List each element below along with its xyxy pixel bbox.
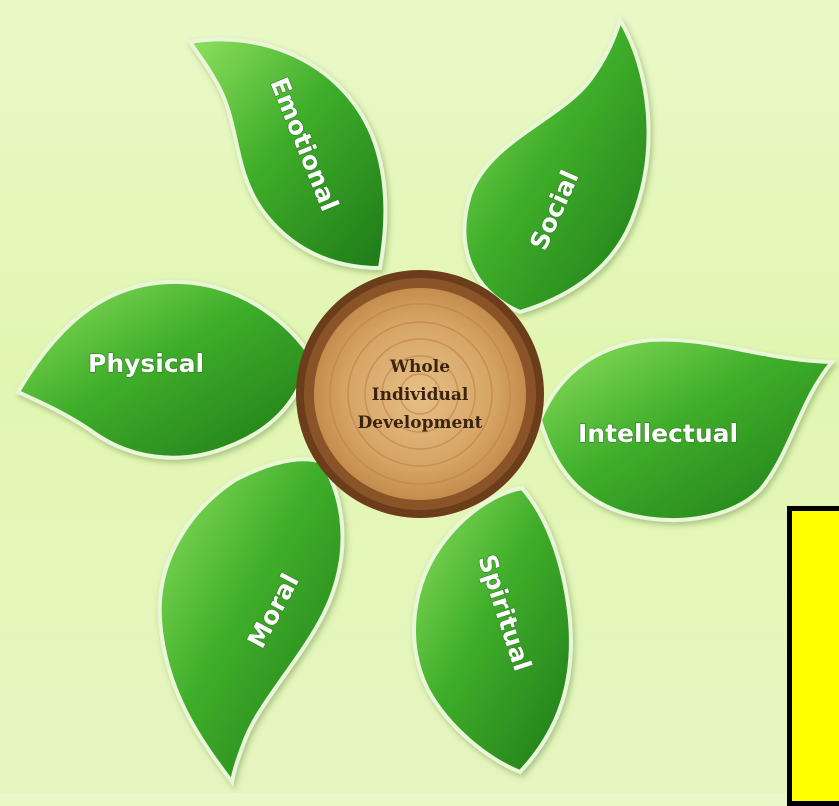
leaf-label-intellectual: Intellectual [578,419,738,448]
leaf-label-physical: Physical [88,349,204,378]
leaf-physical: Physical [15,279,311,460]
leaf-intellectual: Intellectual [537,337,837,523]
leaf-emotional: Emotional [186,37,388,271]
leaf-moral: Moral [157,457,345,787]
center-line-2: Individual [372,385,469,405]
yellow-callout-box [787,506,839,806]
leaf-social: Social [462,14,651,315]
leaf-spiritual: Spiritual [412,485,573,775]
center-line-3: Development [358,413,483,433]
tree-stump-center: Whole Individual Development [296,270,544,518]
center-line-1: Whole [389,357,450,377]
